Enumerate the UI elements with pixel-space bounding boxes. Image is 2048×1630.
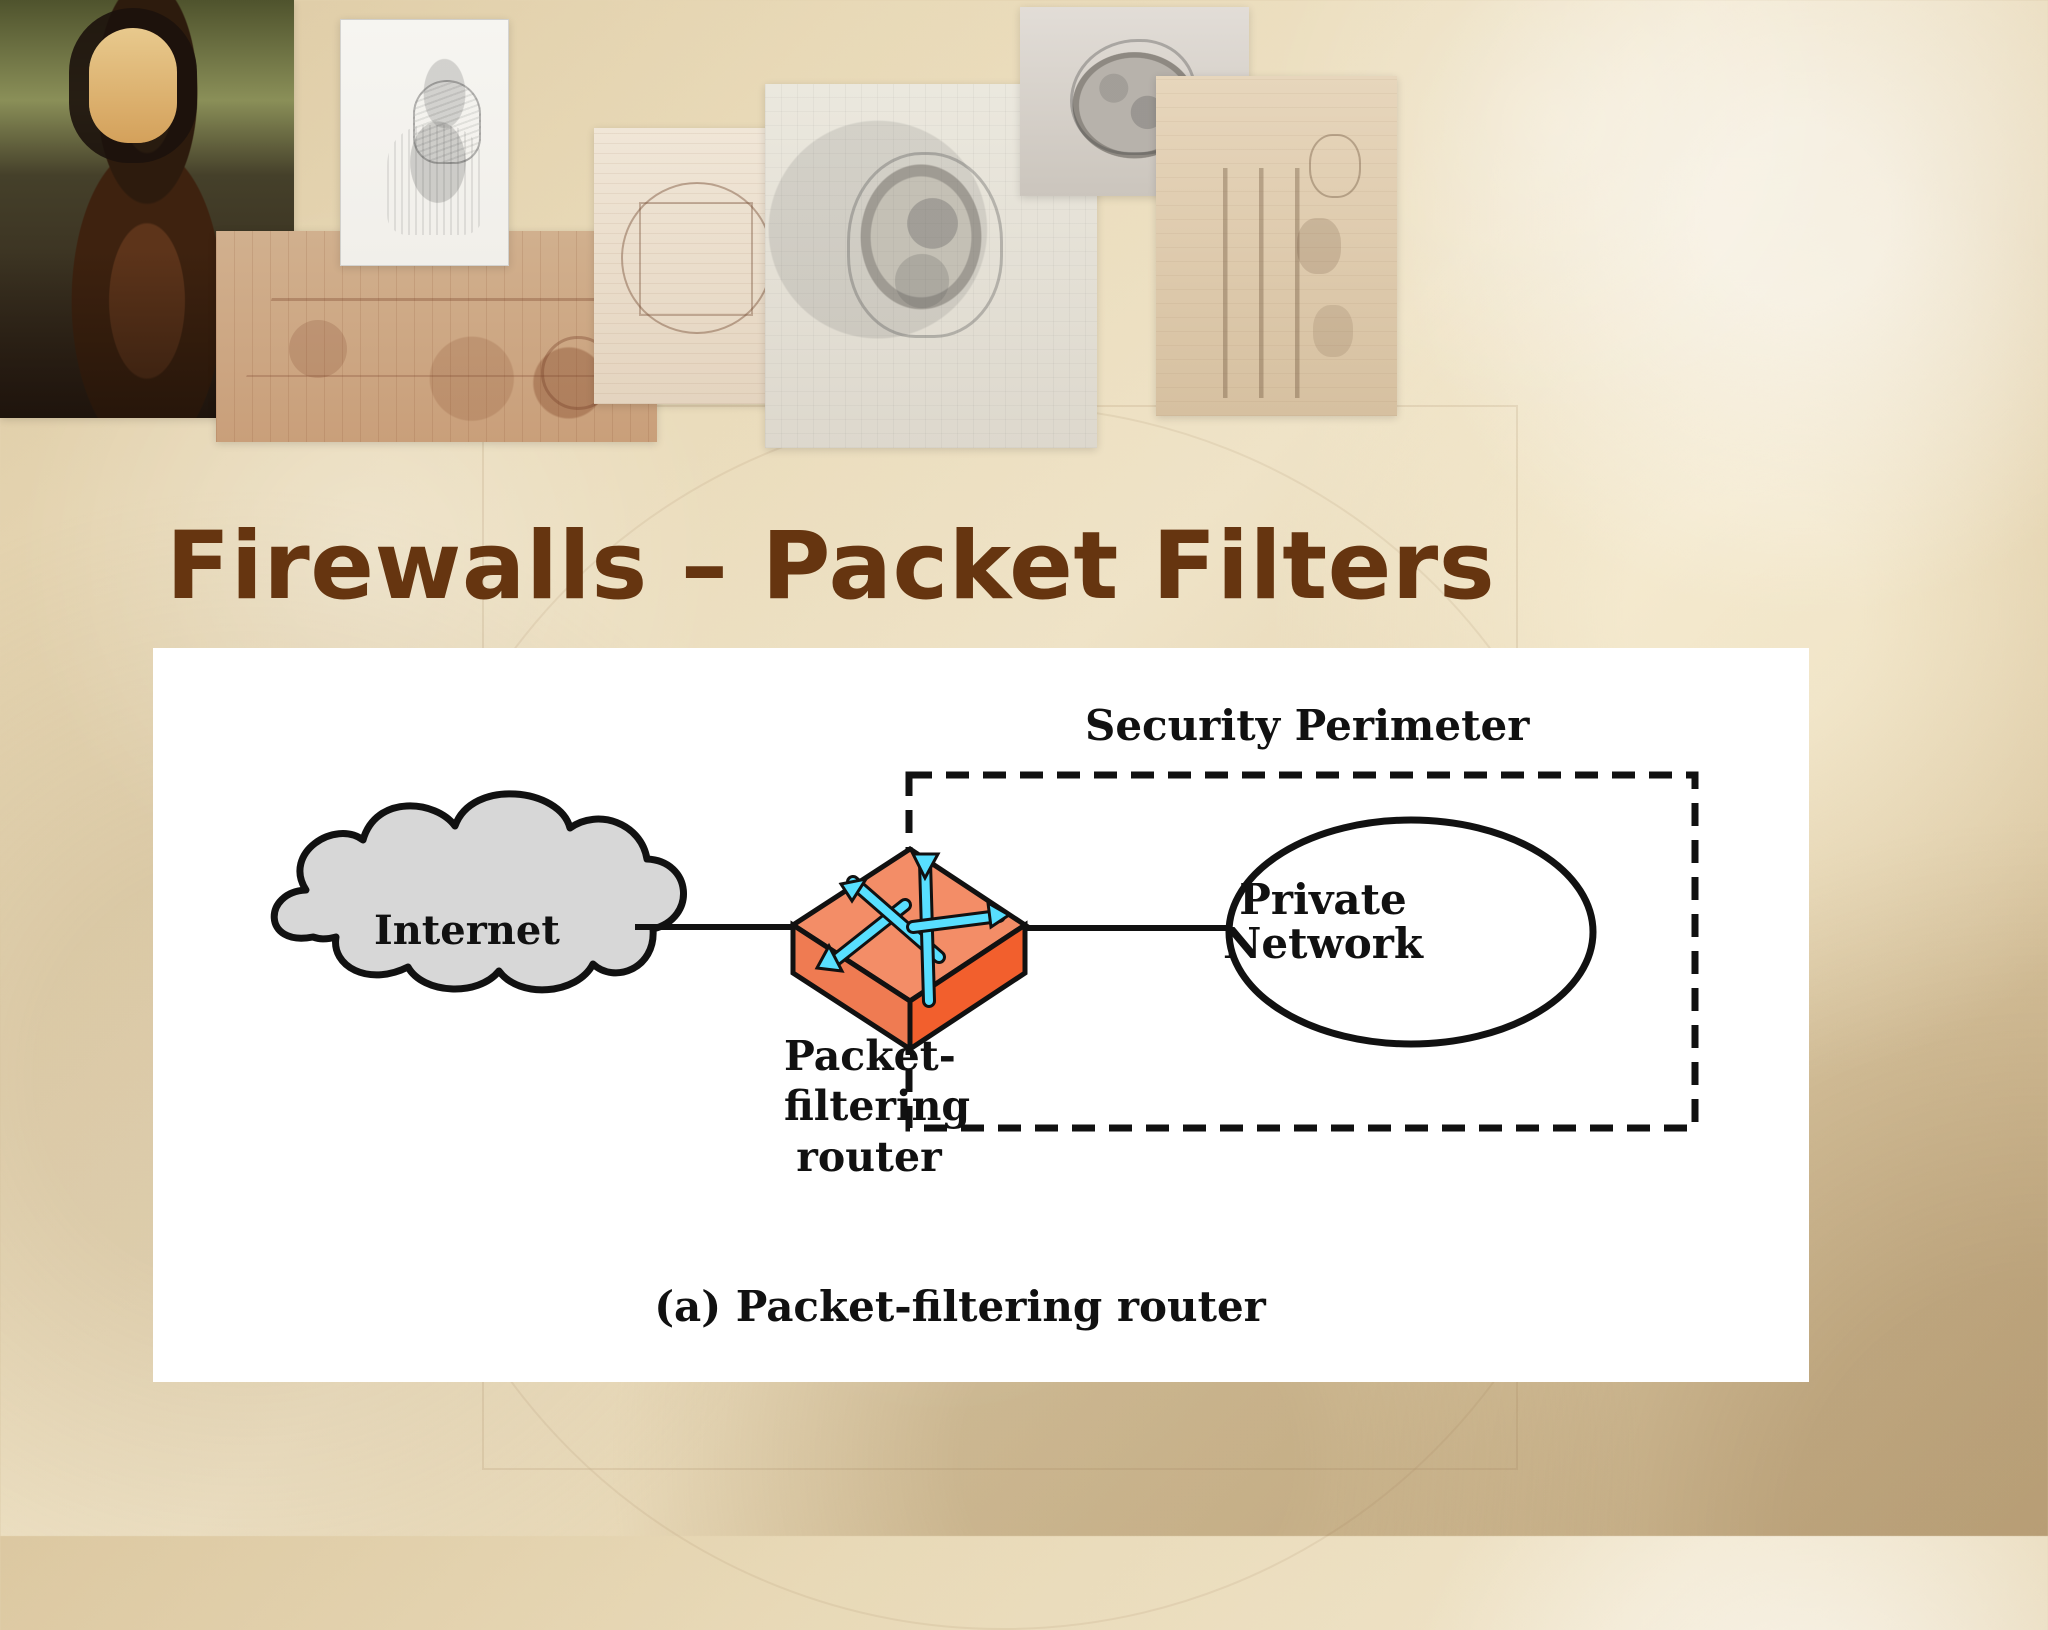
embryo-sketch [765, 84, 1097, 448]
private-network-label-line-1: Private [1239, 875, 1407, 924]
security-perimeter-label: Security Perimeter [1085, 701, 1530, 750]
leonardo-portrait-sketch [340, 19, 509, 266]
packet-filtering-router-label: Packet- filtering router [784, 1031, 971, 1182]
page-title: Firewalls – Packet Filters [166, 512, 1496, 621]
security-perimeter-box [905, 771, 1699, 1132]
diagram-caption: (a) Packet-filtering router [654, 1282, 1266, 1331]
firewall-diagram: Security Perimeter Internet Private Netw… [153, 648, 1809, 1382]
internet-label: Internet [374, 907, 560, 954]
vitruvian-man-sketch [594, 128, 797, 404]
chariot-sketch [216, 231, 657, 442]
private-network-label: Private Network [1223, 875, 1423, 969]
private-network-label-line-2: Network [1223, 919, 1423, 969]
cloud-icon [270, 790, 687, 994]
network-diagram-svg [270, 771, 1699, 1132]
router-label-line-2: filtering [784, 1082, 971, 1131]
leonardo-collage [0, 0, 1420, 470]
router-label-line-3: router [796, 1132, 942, 1181]
router-label-line-1: Packet- [784, 1032, 956, 1080]
skeleton-sketch [1156, 76, 1397, 416]
packet-filtering-router-icon [788, 846, 1030, 1054]
private-network-node [1225, 816, 1597, 1048]
